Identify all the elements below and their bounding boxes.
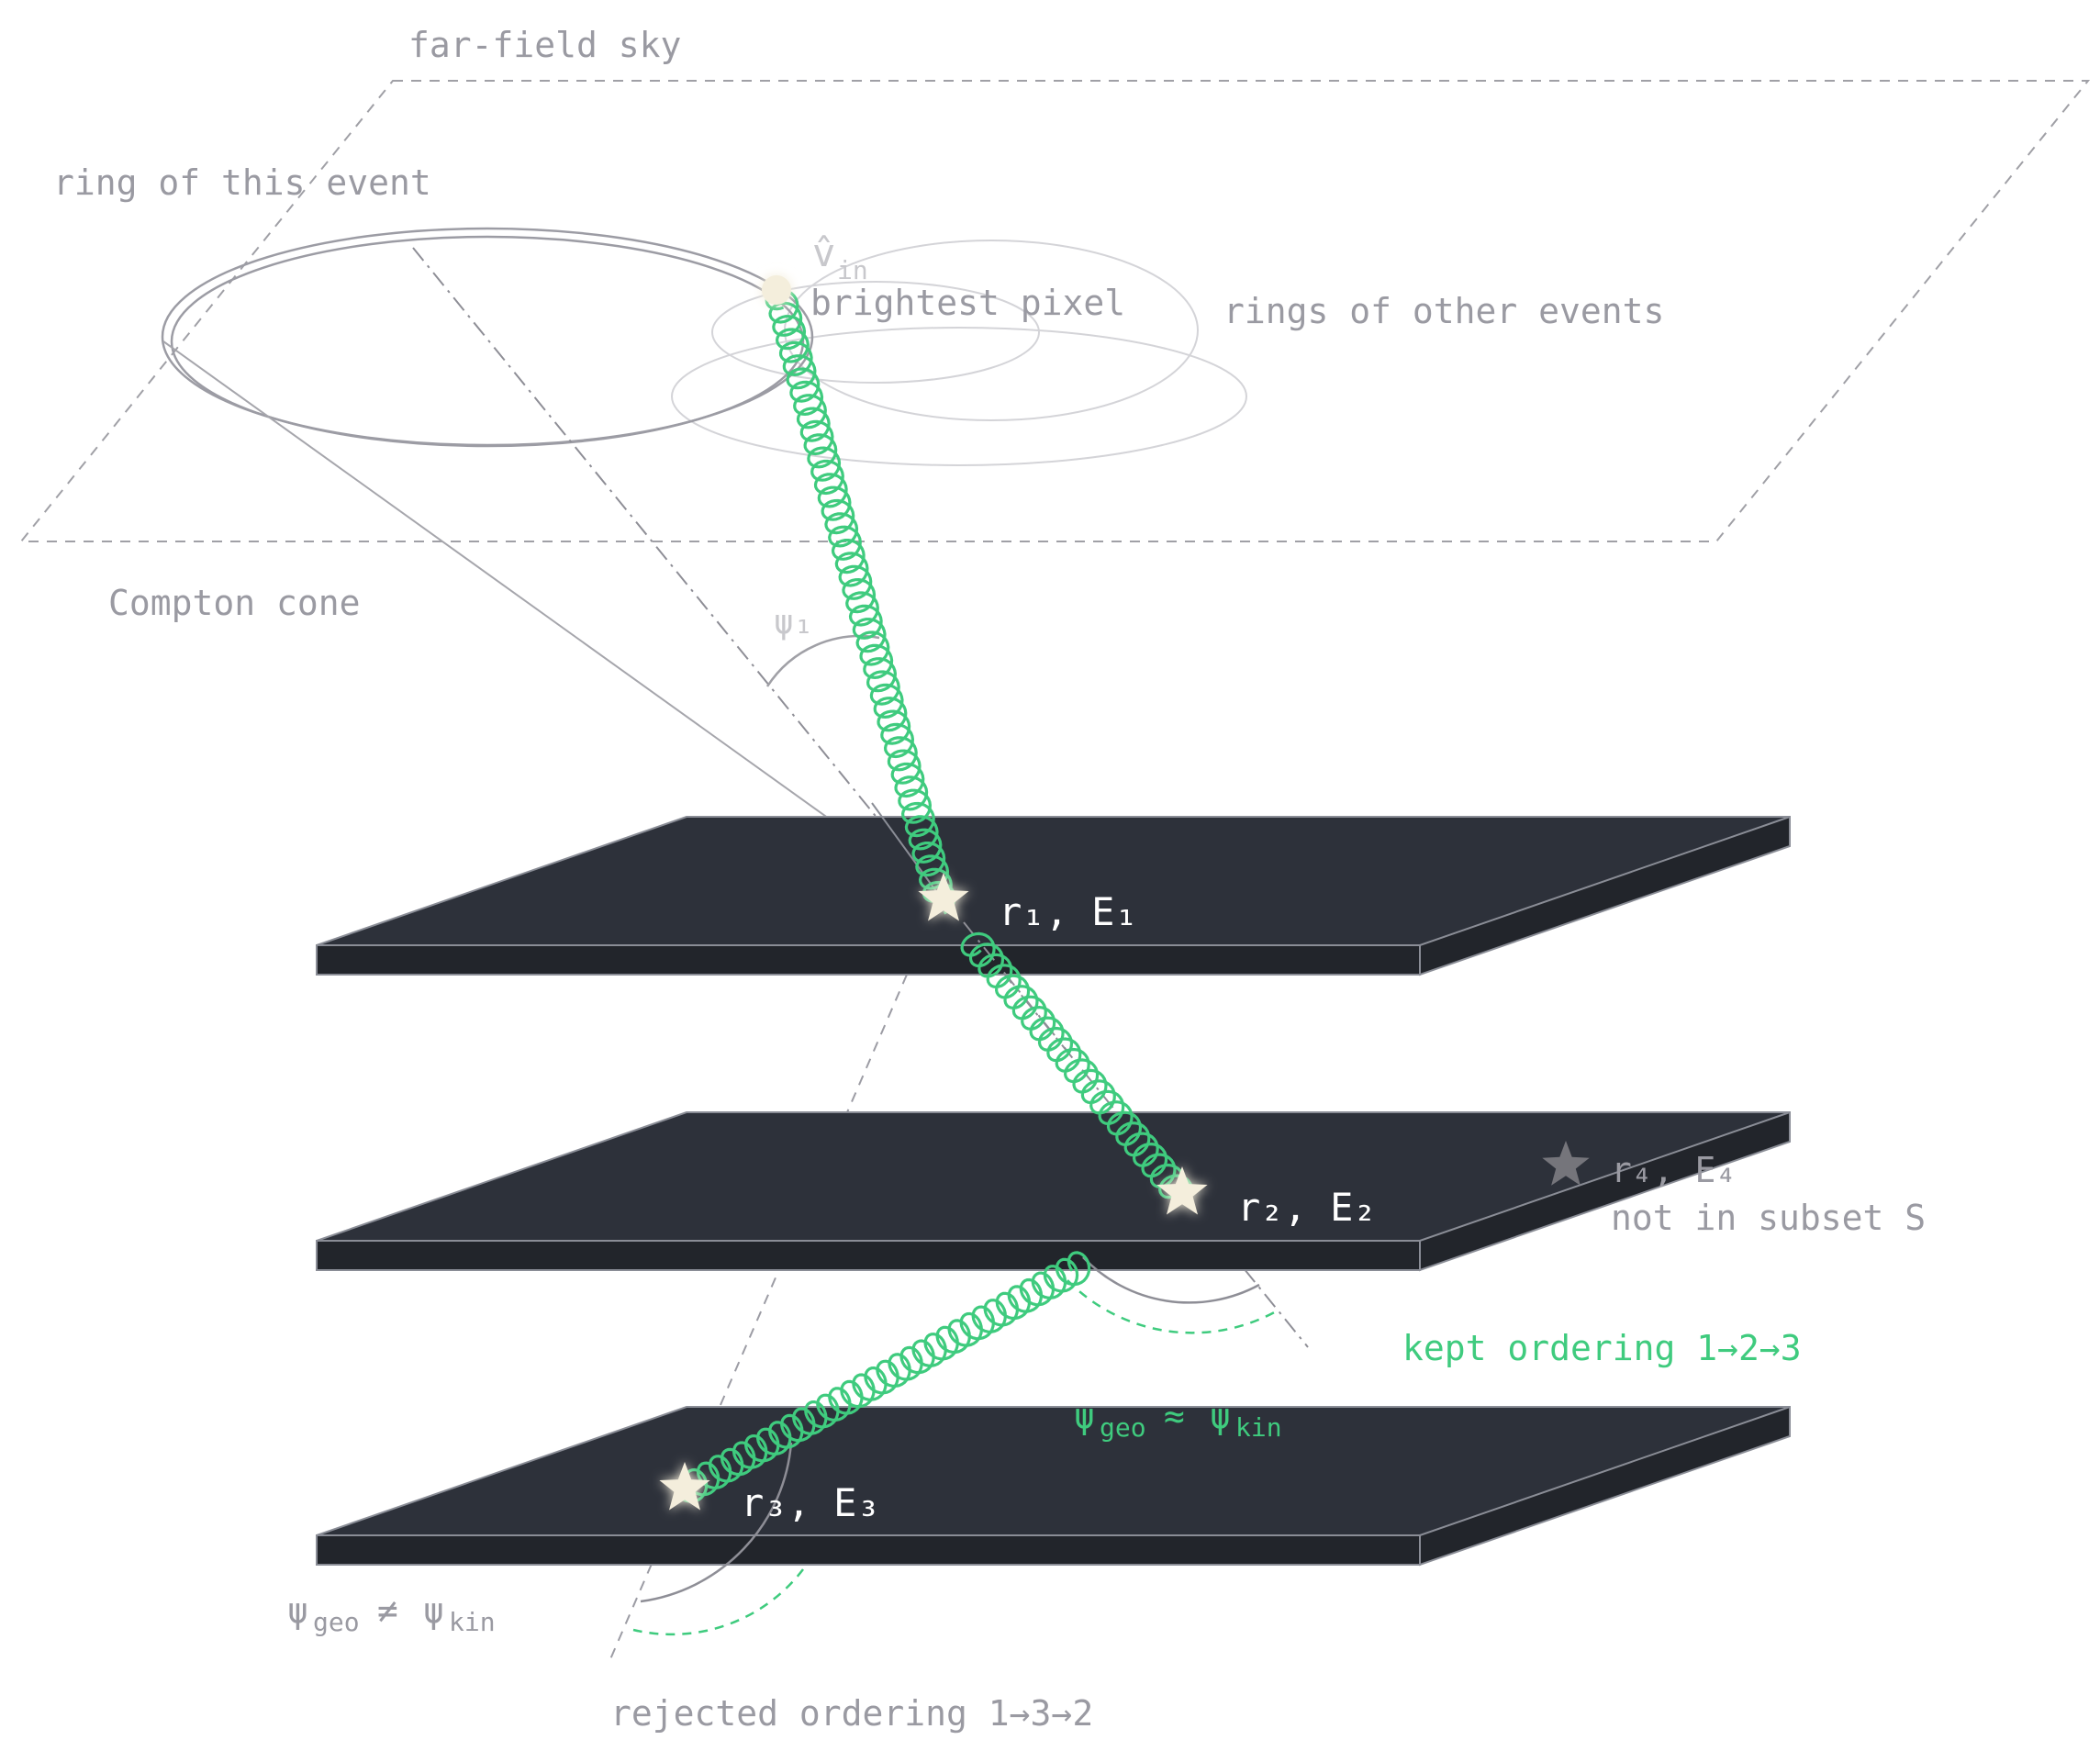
compton-cone-line [162,340,946,903]
approx-symbol: ≈ [1164,1396,1185,1436]
rejected-ordering-label: rejected ordering 1→3→2 [610,1693,1093,1734]
star-r1 [918,873,969,921]
psi-approx-label: ψ geo ≈ ψ kin [1074,1396,1282,1443]
track-1-to-2 [960,931,1194,1204]
star-r2 [1156,1166,1208,1215]
detector-plane-3 [316,1406,1791,1567]
this-event-ring [161,227,814,448]
detector-plane-1 [316,816,1791,976]
geo-sub-rejected: geo [313,1607,360,1637]
psi-kin-arc-rejected [632,1568,804,1636]
ring-this-event-label: ring of this event [53,162,431,203]
kept-ordering-label: kept ordering 1→2→3 [1402,1328,1802,1368]
psi1-label: ψ₁ [774,604,813,641]
psi-kin-arc-kept [1067,1279,1279,1334]
kin-sub-kept: kin [1235,1412,1282,1443]
star-r3 [659,1462,710,1511]
detector-plane-2 [316,1111,1791,1272]
other-event-rings [671,240,1247,466]
track-2-to-3 [676,1251,1091,1503]
far-field-sky-label: far-field sky [408,25,681,65]
v-in-sub-label: in [837,255,868,285]
neq-symbol: ≠ [377,1590,398,1631]
photon-tracks [676,288,1194,1503]
psi-neq-label: ψ geo ≠ ψ kin [287,1590,496,1637]
psi-geo-arc-rejected [640,1442,793,1603]
rings-other-events-label: rings of other events [1223,291,1664,331]
psi-kin-symbol-kept: ψ [1210,1396,1231,1436]
brightest-pixel-dot [762,275,791,305]
not-in-subset-label: not in subset S [1611,1198,1926,1238]
rejected-direction-line [609,974,908,1660]
r4-e4-label: r₄, E₄ [1611,1150,1737,1190]
psi-geo-arc-kept [1082,1256,1260,1304]
v-in-hat-label: v̂ [812,230,835,275]
psi-kin-symbol-rejected: ψ [423,1590,444,1631]
star-r4 [1542,1141,1590,1186]
track-incoming [765,288,956,915]
geo-sub-kept: geo [1100,1412,1146,1443]
interaction-stars [659,873,1590,1511]
r2-e2-label: r₂, E₂ [1237,1185,1377,1230]
kin-sub-rejected: kin [449,1607,496,1637]
psi-geo-symbol-rejected: ψ [287,1590,308,1631]
r3-e3-label: r₃, E₃ [741,1480,880,1525]
compton-cone-label: Compton cone [108,583,361,623]
psi-geo-symbol-kept: ψ [1074,1396,1095,1436]
r1-e1-label: r₁, E₁ [999,889,1138,934]
brightest-pixel-label: brightest pixel [810,283,1125,323]
